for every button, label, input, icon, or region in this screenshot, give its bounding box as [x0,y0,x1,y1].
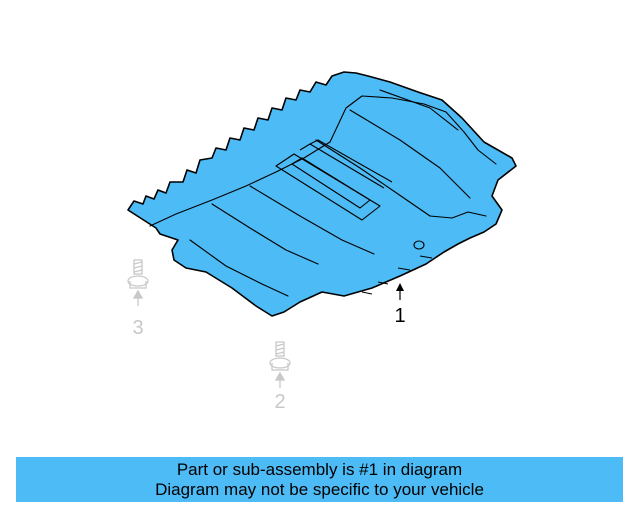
louvre-3 [397,267,411,271]
callout-2-label: 2 [274,391,285,413]
inner-edge-top [329,95,465,143]
bolt-3-arrowhead [132,289,144,299]
inner-edge-right [463,131,497,165]
skid-plate-body [127,71,517,317]
rib-3 [249,185,375,255]
parts-diagram: 1 3 2 [127,71,517,413]
rib-2 [211,203,319,265]
bolt-3-flange [127,275,149,287]
bolt-2-arrowhead [274,371,286,381]
skid-plate[interactable] [127,71,517,317]
callout-3-label: 3 [132,317,143,339]
info-banner: Part or sub-assembly is #1 in diagram Di… [16,457,623,502]
bolt-3-threads [133,261,143,273]
callout-1-label: 1 [394,305,405,327]
bolt-3-head [129,281,147,289]
bolt-2-head [271,363,289,371]
bolt-2-threads [275,343,285,355]
drain-hole [413,240,425,250]
bolt-3[interactable] [127,259,149,306]
bolt-2-flange [269,357,291,369]
banner-line-disclaimer: Diagram may not be specific to your vehi… [155,480,484,499]
vent-pad-inner [291,157,371,209]
bolt-3-shank [133,259,143,275]
lower-step [429,211,487,219]
rib-4 [315,139,431,217]
louvre-2 [377,281,389,285]
bolt-2[interactable] [269,341,291,388]
rib-6 [379,89,459,131]
rib-1 [189,239,289,297]
vent-slot-2 [309,139,393,183]
banner-line-part: Part or sub-assembly is #1 in diagram [176,460,463,479]
rib-5 [349,109,471,199]
louvre-1 [361,291,373,295]
louvre-4 [419,255,433,259]
inner-edge-left [149,141,331,227]
callout-1[interactable]: 1 [394,283,406,327]
vent-pad-outer [275,153,381,221]
bolt-2-shank [275,341,285,357]
callout-1-arrowhead [396,283,404,291]
